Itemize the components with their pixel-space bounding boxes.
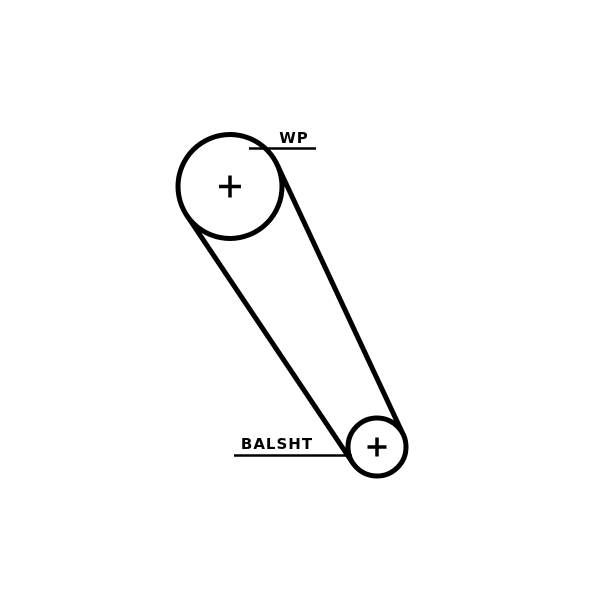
wp-center-cross-icon	[219, 175, 241, 198]
balsht-label: BALSHT	[241, 435, 313, 453]
belt-span-right	[274, 163, 406, 436]
belt-span-left	[184, 214, 355, 465]
wp-label: WP	[279, 129, 309, 147]
balsht-center-cross-icon	[367, 437, 387, 457]
